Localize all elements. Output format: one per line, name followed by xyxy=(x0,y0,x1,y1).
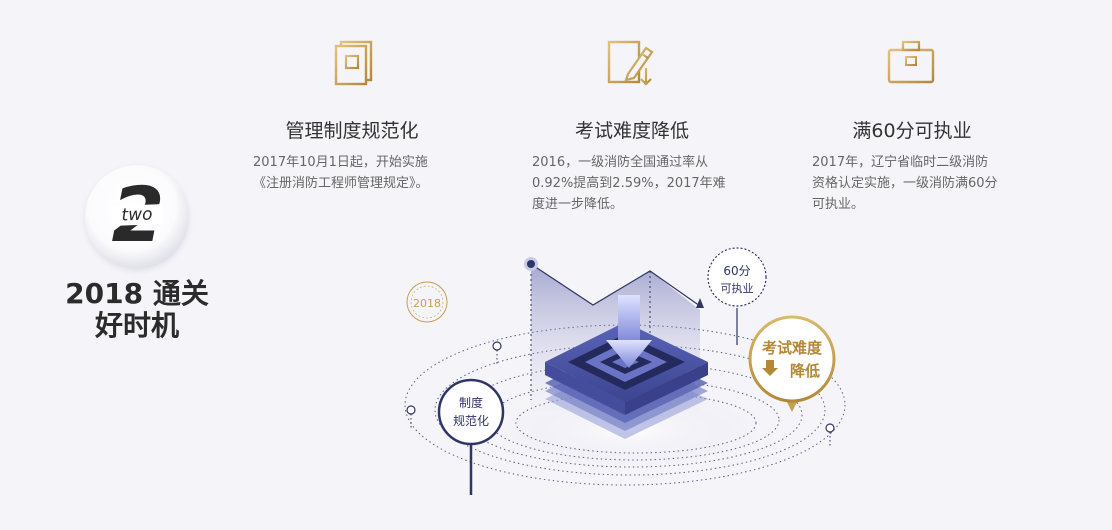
year-label: 2018 xyxy=(413,297,441,310)
feature-desc-line: 0.92%提高到2.59%，2017年难 xyxy=(532,176,726,191)
trend-line xyxy=(530,263,701,307)
bubble-practice-line1: 60分 xyxy=(723,264,750,278)
bubble-exam: 考试难度 降低 xyxy=(748,315,836,465)
feature-desc-practice: 2017年，辽宁省临时二级消防 资格认定实施，一级消防满60分 可执业。 xyxy=(812,152,998,215)
feature-desc-line: 2016，一级消防全国通过率从 xyxy=(532,155,709,170)
feature-desc-exam: 2016，一级消防全国通过率从 0.92%提高到2.59%，2017年难 度进一… xyxy=(532,152,726,215)
trend-arrow-head xyxy=(696,298,704,308)
feature-desc-rules: 2017年10月1日起，开始实施 《注册消防工程师管理规定》。 xyxy=(253,152,429,194)
bubble-practice: 60分 可执业 xyxy=(707,247,767,345)
bubble-practice-line2: 可执业 xyxy=(721,281,754,295)
feature-desc-line: 资格认定实施，一级消防满60分 xyxy=(812,176,998,191)
feature-title-practice: 满60分可执业 xyxy=(852,120,972,142)
bubble-exam-line1: 考试难度 xyxy=(762,339,823,357)
document-icon xyxy=(333,40,373,86)
feature-desc-line: 可执业。 xyxy=(812,197,865,212)
feature-desc-line: 2017年，辽宁省临时二级消防 xyxy=(812,155,989,170)
year-circle xyxy=(406,281,448,323)
badge-word: two xyxy=(111,204,163,226)
feature-desc-line: 度进一步降低。 xyxy=(532,197,624,212)
feature-title-rules: 管理制度规范化 xyxy=(285,120,419,142)
bubble-rules-line1: 制度 xyxy=(459,395,483,410)
briefcase-icon xyxy=(887,40,935,84)
feature-title-exam: 考试难度降低 xyxy=(574,120,689,142)
down-arrow xyxy=(606,295,652,368)
slogan-line1: 2018 通关 xyxy=(65,277,209,310)
down-arrow-icon xyxy=(762,360,778,376)
edit-icon xyxy=(607,40,654,86)
bubble-exam-line2: 降低 xyxy=(790,362,820,380)
bubble-rules-line2: 规范化 xyxy=(453,413,489,428)
feature-desc-line: 2017年10月1日起，开始实施 xyxy=(253,155,428,170)
slogan: 2018 通关 好时机 xyxy=(52,278,222,342)
slogan-line2: 好时机 xyxy=(94,309,179,342)
feature-desc-line: 《注册消防工程师管理规定》。 xyxy=(253,176,429,191)
illustration-diagram: 2018 60分 可执业 考试难度 降低 制度 规范化 xyxy=(404,247,846,495)
bubble-rules: 制度 规范化 xyxy=(437,378,505,495)
